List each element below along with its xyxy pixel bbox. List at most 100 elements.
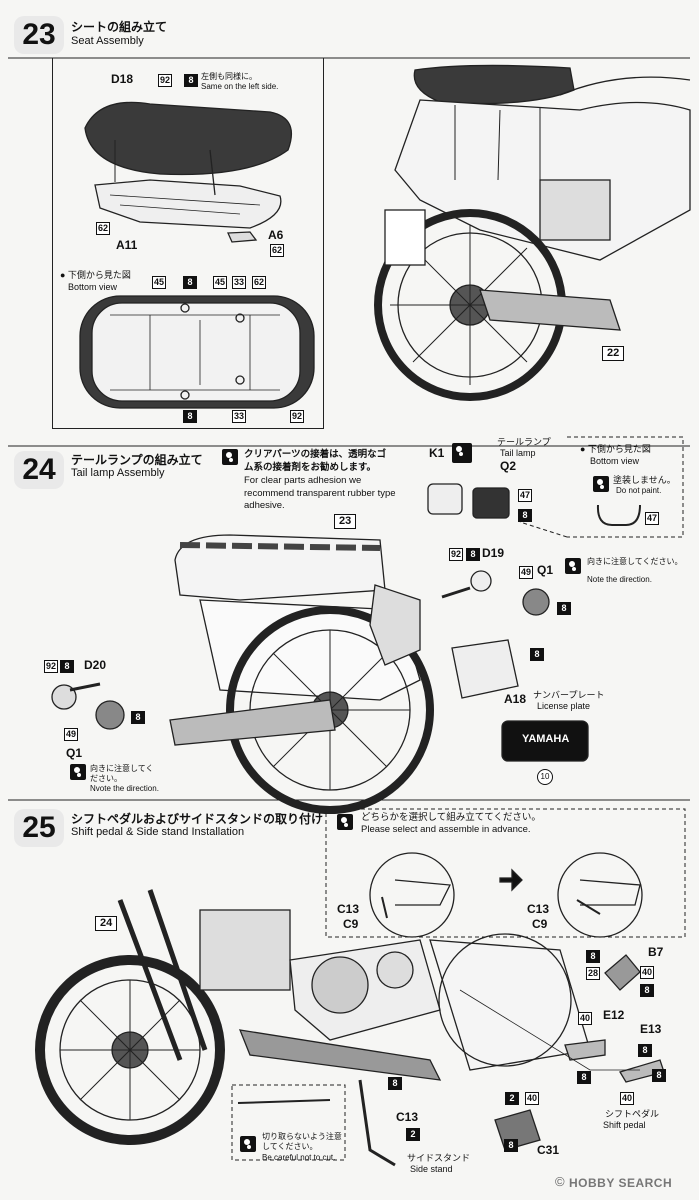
license-plate-decal: YAMAHA	[522, 733, 570, 745]
tag-49-b: 49	[64, 728, 79, 741]
license-plate-jp: ナンバープレート	[533, 690, 605, 700]
select-note-en: Please select and assemble in advance.	[361, 824, 531, 835]
bottom-tag-62: 62	[252, 276, 267, 289]
side-stand-jp: サイドスタンド	[407, 1153, 471, 1163]
direction-note-en-b: Nvote the direction.	[90, 784, 159, 793]
direction-note-icon-a	[565, 558, 581, 574]
tag-8-e: 8	[652, 1069, 666, 1082]
tag-8-a: 8	[518, 509, 532, 522]
tag-8-c: 8	[638, 1044, 652, 1057]
ref-step-23: 23	[334, 514, 357, 529]
side-stand-en: Side stand	[410, 1164, 453, 1174]
tag-40-a: 40	[640, 966, 655, 979]
adhesive-note-icon	[222, 449, 238, 465]
part-e12: E12	[603, 1008, 625, 1022]
tag-62-b: 62	[270, 244, 285, 257]
direction-note-icon-b	[70, 764, 86, 780]
select-note-icon	[337, 814, 353, 830]
bottom-tag-8-a: 8	[183, 276, 197, 289]
tag-8-f: 8	[131, 711, 145, 724]
part-q2: Q2	[500, 459, 517, 473]
step-23-frame	[52, 58, 324, 429]
tag-40-d: 40	[525, 1092, 540, 1105]
step-23-title-jp: シートの組み立て	[71, 20, 168, 34]
step-number-24: 24	[14, 451, 64, 489]
part-e13: E13	[640, 1022, 662, 1036]
note-left-side-jp: 左側も同様に。	[201, 72, 257, 81]
cut-caution-en: Be careful not to cut.	[262, 1153, 336, 1162]
part-c31: C31	[537, 1143, 560, 1157]
watermark-copyright: ©	[555, 1174, 565, 1189]
decal-number-10: 10	[537, 769, 553, 785]
select-note-jp: どちらかを選択して組み立ててください。	[361, 812, 541, 823]
direction-note-en-a: Note the direction.	[587, 575, 652, 584]
adhesive-note-jp: クリアパーツの接着は、透明なゴム系の接着剤をお勧めします。	[244, 449, 387, 473]
note-left-side-en: Same on the left side.	[201, 82, 279, 91]
tag-8-c: 8	[557, 602, 571, 615]
cut-caution-jp: 切り取らないよう注意してください。	[262, 1132, 342, 1151]
clear-part-icon	[452, 443, 472, 463]
tail-lamp-en: Tail lamp	[500, 448, 536, 458]
bottom-tag-33-b: 33	[232, 410, 247, 423]
part-c13: C13	[396, 1110, 419, 1124]
tag-40-b: 40	[578, 1012, 593, 1025]
adhesive-note-en: For clear parts adhesion we recommend tr…	[244, 475, 396, 511]
tag-2-b: 2	[505, 1092, 519, 1105]
option-b-c9: C9	[532, 917, 548, 931]
part-a18: A18	[504, 692, 527, 706]
ref-step-24: 24	[95, 916, 118, 931]
ref-step-22: 22	[602, 346, 625, 361]
option-b-c13: C13	[527, 902, 550, 916]
step-25-title-en: Shift pedal & Side stand Installation	[71, 826, 245, 838]
tag-47-a: 47	[518, 489, 533, 502]
tag-8: 8	[184, 74, 198, 87]
tag-92: 92	[158, 74, 173, 87]
bottom-view-label-jp: ● 下側から見た図	[60, 270, 131, 280]
part-q1-a: Q1	[537, 563, 554, 577]
tag-8-f: 8	[388, 1077, 402, 1090]
tag-92-b: 92	[44, 660, 59, 673]
tag-8-a: 8	[586, 950, 600, 963]
part-k1: K1	[429, 446, 445, 460]
part-a6: A6	[268, 228, 284, 242]
step-24-title-en: Tail lamp Assembly	[71, 467, 165, 479]
step-number-23: 23	[14, 16, 64, 54]
tag-49-a: 49	[519, 566, 534, 579]
tag-8-d: 8	[577, 1071, 591, 1084]
tail-lamp-jp: テールランプ	[497, 437, 551, 447]
step-number-25: 25	[14, 809, 64, 847]
no-paint-icon	[593, 476, 609, 492]
tag-2-a: 2	[406, 1128, 420, 1141]
license-plate-en: License plate	[537, 701, 591, 711]
tag-40-c: 40	[620, 1092, 635, 1105]
bottom-tag-45-b: 45	[213, 276, 228, 289]
tag-8-e: 8	[60, 660, 74, 673]
part-d19: D19	[482, 546, 505, 560]
tag-8-b: 8	[466, 548, 480, 561]
cut-caution-icon	[240, 1136, 256, 1152]
no-paint-en: Do not paint.	[616, 486, 662, 495]
bottom-tag-8-b: 8	[183, 410, 197, 423]
bottom-tag-45-a: 45	[152, 276, 167, 289]
bottom-tag-33-a: 33	[232, 276, 247, 289]
tag-8-d: 8	[530, 648, 544, 661]
shift-pedal-en: Shift pedal	[603, 1120, 646, 1130]
part-d20: D20	[84, 658, 107, 672]
tag-28: 28	[586, 967, 601, 980]
tag-47-b: 47	[645, 512, 660, 525]
step-25-title-jp: シフトペダルおよびサイドスタンドの取り付け	[71, 812, 324, 826]
step-23-title-en: Seat Assembly	[71, 35, 144, 47]
option-a-c13: C13	[337, 902, 360, 916]
bottom-view-label-en: Bottom view	[68, 282, 118, 292]
tag-92-a: 92	[449, 548, 464, 561]
shift-pedal-jp: シフトペダル	[605, 1109, 660, 1119]
part-q1-b: Q1	[66, 746, 83, 760]
part-b7: B7	[648, 945, 664, 959]
tag-8-b: 8	[640, 984, 654, 997]
no-paint-jp: 塗装しません。	[613, 475, 676, 485]
bottom-view-en: Bottom view	[590, 456, 640, 466]
step-24-title-jp: テールランプの組み立て	[71, 453, 203, 467]
option-a-c9: C9	[343, 917, 359, 931]
tag-62-a: 62	[96, 222, 111, 235]
direction-note-jp-a: 向きに注意してください。	[587, 557, 683, 566]
